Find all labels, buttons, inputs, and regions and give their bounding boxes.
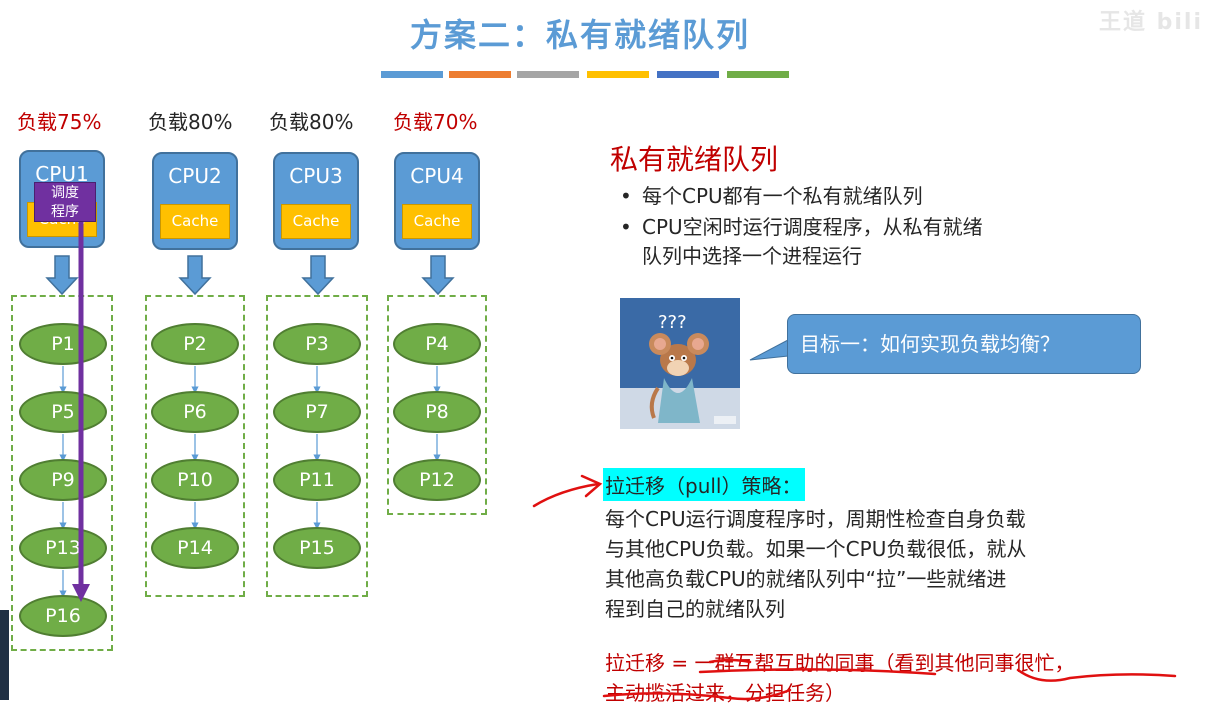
down-arrow-icon bbox=[45, 255, 79, 296]
cpu-name: CPU3 bbox=[289, 164, 343, 188]
down-arrow-icon bbox=[178, 255, 212, 296]
pull-strategy-heading: 拉迁移（pull）策略： bbox=[603, 468, 806, 501]
down-arrow-icon bbox=[301, 255, 335, 296]
bullet-1-text: 每个CPU都有一个私有就绪队列 bbox=[642, 184, 923, 208]
scheduler-program-badge: 调度 程序 bbox=[34, 182, 96, 222]
cache-box: Cache bbox=[281, 204, 351, 239]
cache-box: Cache bbox=[160, 204, 230, 239]
process-p13: P13 bbox=[19, 527, 107, 569]
process-p2: P2 bbox=[151, 323, 239, 365]
process-p8: P8 bbox=[393, 391, 481, 433]
down-arrow-icon bbox=[421, 255, 455, 296]
color-bar-1 bbox=[381, 71, 443, 78]
load-label-cpu2: 负载80% bbox=[148, 110, 233, 134]
bubble-tail bbox=[749, 339, 789, 361]
process-p14: P14 bbox=[151, 527, 239, 569]
cpu-box-3: CPU3 Cache bbox=[273, 152, 359, 250]
color-bar-5 bbox=[657, 71, 719, 78]
process-p9: P9 bbox=[19, 459, 107, 501]
bullet-2-text-line2: 队列中选择一个进程运行 bbox=[642, 244, 862, 268]
pull-description-line-1: 每个CPU运行调度程序时，周期性检查自身负载 bbox=[605, 507, 1026, 531]
process-p3: P3 bbox=[273, 323, 361, 365]
scheduler-scan-arrow bbox=[72, 185, 90, 602]
ready-queue-cpu4 bbox=[387, 295, 487, 515]
cpu-name: CPU4 bbox=[410, 164, 464, 188]
watermark: 王道 bili bbox=[1098, 10, 1203, 35]
bullet-1: • 每个CPU都有一个私有就绪队列 bbox=[620, 180, 923, 209]
process-p11: P11 bbox=[273, 459, 361, 501]
scheduler-label-line1: 调度 bbox=[51, 185, 79, 201]
ready-queue-cpu2 bbox=[145, 295, 245, 597]
arrow-head-icon bbox=[72, 584, 90, 602]
color-bar-2 bbox=[449, 71, 511, 78]
load-label-cpu3: 负载80% bbox=[269, 110, 354, 134]
process-p7: P7 bbox=[273, 391, 361, 433]
presenter-video-edge bbox=[0, 610, 9, 700]
process-p4: P4 bbox=[393, 323, 481, 365]
ready-queue-cpu1 bbox=[11, 295, 113, 651]
handwritten-underlines bbox=[602, 658, 1177, 701]
process-p15: P15 bbox=[273, 527, 361, 569]
private-queue-heading: 私有就绪队列 bbox=[610, 143, 779, 176]
bullet-dot-icon: • bbox=[620, 184, 632, 208]
load-label-cpu4: 负载70% bbox=[393, 110, 478, 134]
process-p1: P1 bbox=[19, 323, 107, 365]
color-bar-3 bbox=[517, 71, 579, 78]
load-label-cpu1: 负载75% bbox=[17, 110, 102, 134]
process-p16: P16 bbox=[19, 595, 107, 637]
cpu-to-queue-arrows bbox=[45, 255, 455, 296]
scheduler-label-line2: 程序 bbox=[51, 204, 79, 220]
pull-description-line-4: 程到自己的就绪队列 bbox=[605, 597, 785, 621]
slide-title: 方案二：私有就绪队列 bbox=[409, 16, 750, 54]
ready-queue-cpu3 bbox=[266, 295, 368, 597]
process-connectors bbox=[59, 366, 441, 598]
bullet-2: • CPU空闲时运行调度程序，从私有就绪 bbox=[620, 211, 983, 240]
question-marks: ??? bbox=[658, 312, 687, 333]
process-p6: P6 bbox=[151, 391, 239, 433]
pull-description-line-3: 其他高负载CPU的就绪队列中“拉”一些就绪进 bbox=[605, 567, 1007, 591]
cache-box: Cache bbox=[402, 204, 472, 239]
cpu-box-4: CPU4 Cache bbox=[394, 152, 480, 250]
red-hand-arrow bbox=[532, 474, 603, 508]
cpu-name: CPU2 bbox=[168, 164, 222, 188]
color-bar-4 bbox=[587, 71, 649, 78]
bullet-2-text-line1: CPU空闲时运行调度程序，从私有就绪 bbox=[642, 215, 983, 239]
process-p10: P10 bbox=[151, 459, 239, 501]
cpu-box-2: CPU2 Cache bbox=[152, 152, 238, 250]
goal-speech-bubble: 目标一：如何实现负载均衡？ bbox=[787, 314, 1141, 374]
bullet-dot-icon: • bbox=[620, 215, 632, 239]
color-bar-6 bbox=[727, 71, 789, 78]
confused-mouse-image: ??? bbox=[620, 298, 740, 429]
pull-description-line-2: 与其他CPU负载。如果一个CPU负载很低，就从 bbox=[605, 537, 1027, 561]
process-p12: P12 bbox=[393, 459, 481, 501]
process-p5: P5 bbox=[19, 391, 107, 433]
